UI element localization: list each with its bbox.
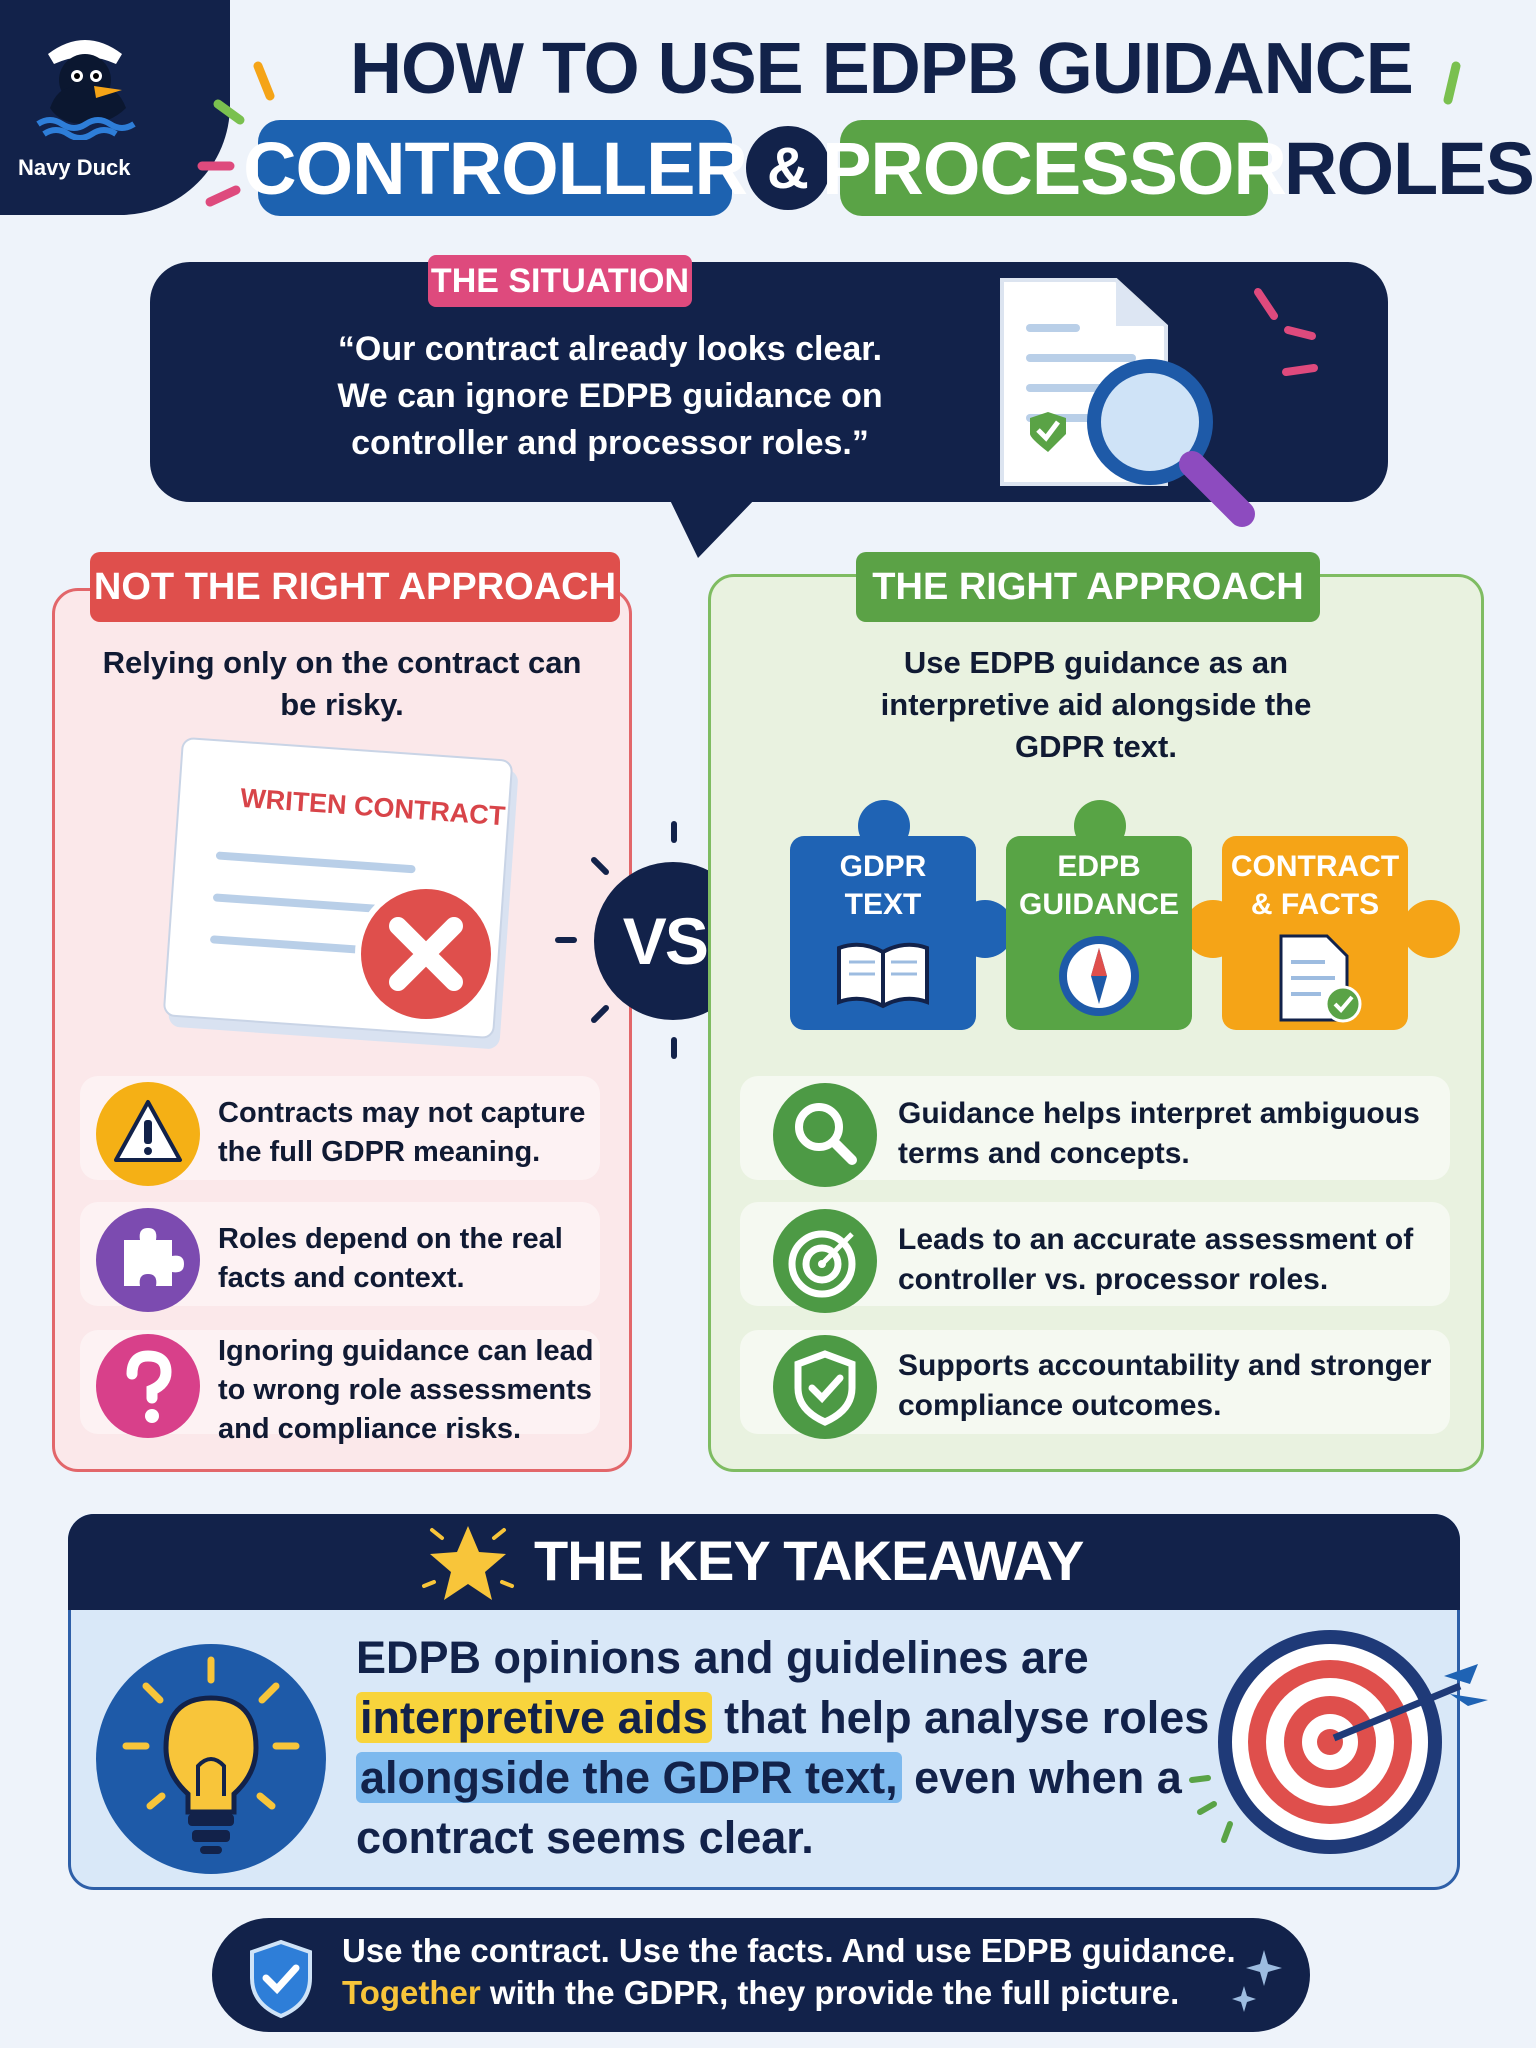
open-book-icon	[837, 942, 929, 1009]
search-icon	[773, 1083, 877, 1187]
puzzle-label-line2: GUIDANCE	[1018, 888, 1179, 921]
takeaway-text: EDPB opinions and guidelines are interpr…	[356, 1628, 1236, 1868]
question-mark-icon	[96, 1334, 200, 1438]
shield-check-icon	[773, 1335, 877, 1439]
shield-check-icon	[250, 1939, 312, 2019]
title-controller-pill: CONTROLLER	[243, 120, 748, 216]
puzzle-label-line1: CONTRACT	[1230, 850, 1400, 883]
footer-gold-word: Together	[342, 1974, 481, 2011]
quote-line-2: We can ignore EDPB guidance on	[337, 377, 883, 415]
wrong-approach-subtitle: Relying only on the contract can be risk…	[102, 645, 582, 722]
quote-line-3: controller and processor roles.”	[351, 424, 869, 462]
footer-banner	[212, 1918, 1310, 2032]
lightbulb-icon	[122, 1656, 300, 1854]
wrong-approach-panel	[52, 588, 632, 1472]
title-processor-pill: PROCESSOR	[822, 120, 1287, 216]
footer-text: Use the contract. Use the facts. And use…	[342, 1930, 1242, 2014]
puzzle-label-line2: & FACTS	[1250, 888, 1380, 921]
right-approach-subtitle: Use EDPB guidance as an interpretive aid…	[880, 645, 1312, 764]
title-roles: ROLES	[1284, 127, 1535, 210]
takeaway-text-part: EDPB opinions and guidelines are	[356, 1632, 1089, 1683]
footer-line-1: Use the contract. Use the facts. And use…	[342, 1932, 1236, 1969]
bullseye-target-icon	[1189, 1630, 1488, 1854]
sparkle-decor-icon	[197, 61, 275, 207]
right-point-1: Guidance helps interpret ambiguous terms…	[898, 1097, 1420, 1170]
highlight-gdpr-text: alongside the GDPR text,	[356, 1752, 902, 1803]
x-mark-icon	[355, 883, 497, 1025]
puzzle-label-line1: EDPB	[1057, 850, 1141, 883]
footer-line-2-rest: with the GDPR, they provide the full pic…	[489, 1974, 1180, 2011]
warning-icon	[96, 1082, 200, 1186]
compass-icon	[1059, 936, 1139, 1016]
takeaway-text-part: that help analyse roles	[724, 1692, 1210, 1743]
duck-icon	[36, 40, 136, 140]
brand-name: Navy Duck	[18, 155, 131, 180]
wrong-point-2: Roles depend on the real facts and conte…	[218, 1223, 563, 1294]
situation-bubble-tail	[668, 496, 758, 558]
right-point-3: Supports accountability and stronger com…	[898, 1349, 1432, 1422]
puzzle-gdpr-text: GDPR TEXT	[790, 836, 976, 1030]
puzzle-label-line2: TEXT	[844, 888, 922, 921]
situation-quote: “Our contract already looks clear. We ca…	[240, 326, 980, 467]
sparkle-decor-right-icon	[1443, 61, 1461, 105]
puzzle-contract-facts: CONTRACT & FACTS	[1222, 836, 1408, 1030]
takeaway-text-part: even when a contract seems clear.	[356, 1752, 1182, 1863]
wrong-point-1: Contracts may not capture the full GDPR …	[218, 1097, 586, 1168]
star-icon	[422, 1526, 514, 1600]
puzzle-knob	[1402, 900, 1460, 958]
document-magnifier-icon	[1000, 278, 1318, 527]
footer-line-2: Together with the GDPR, they provide the…	[342, 1972, 1242, 2014]
right-point-2: Leads to an accurate assessment of contr…	[898, 1223, 1414, 1296]
right-approach-label: THE RIGHT APPROACH	[856, 552, 1320, 622]
puzzle-edpb-guidance: EDPB GUIDANCE	[1006, 836, 1192, 1030]
checked-document-icon	[1279, 934, 1362, 1023]
wrong-point-3: Ignoring guidance can lead to wrong role…	[218, 1335, 594, 1445]
sparkle-icon	[1232, 1950, 1282, 2012]
puzzle-piece-icon	[96, 1208, 200, 1312]
wrong-approach-label: NOT THE RIGHT APPROACH	[90, 552, 620, 622]
quote-line-1: “Our contract already looks clear.	[337, 330, 883, 368]
highlight-interpretive-aids: interpretive aids	[356, 1692, 712, 1743]
takeaway-title: THE KEY TAKEAWAY	[534, 1529, 1084, 1592]
title-ampersand: &	[746, 126, 830, 210]
situation-label: THE SITUATION	[428, 255, 692, 307]
puzzle-label-line1: GDPR	[839, 850, 927, 883]
target-icon	[773, 1209, 877, 1313]
takeaway-header	[68, 1514, 1460, 1610]
